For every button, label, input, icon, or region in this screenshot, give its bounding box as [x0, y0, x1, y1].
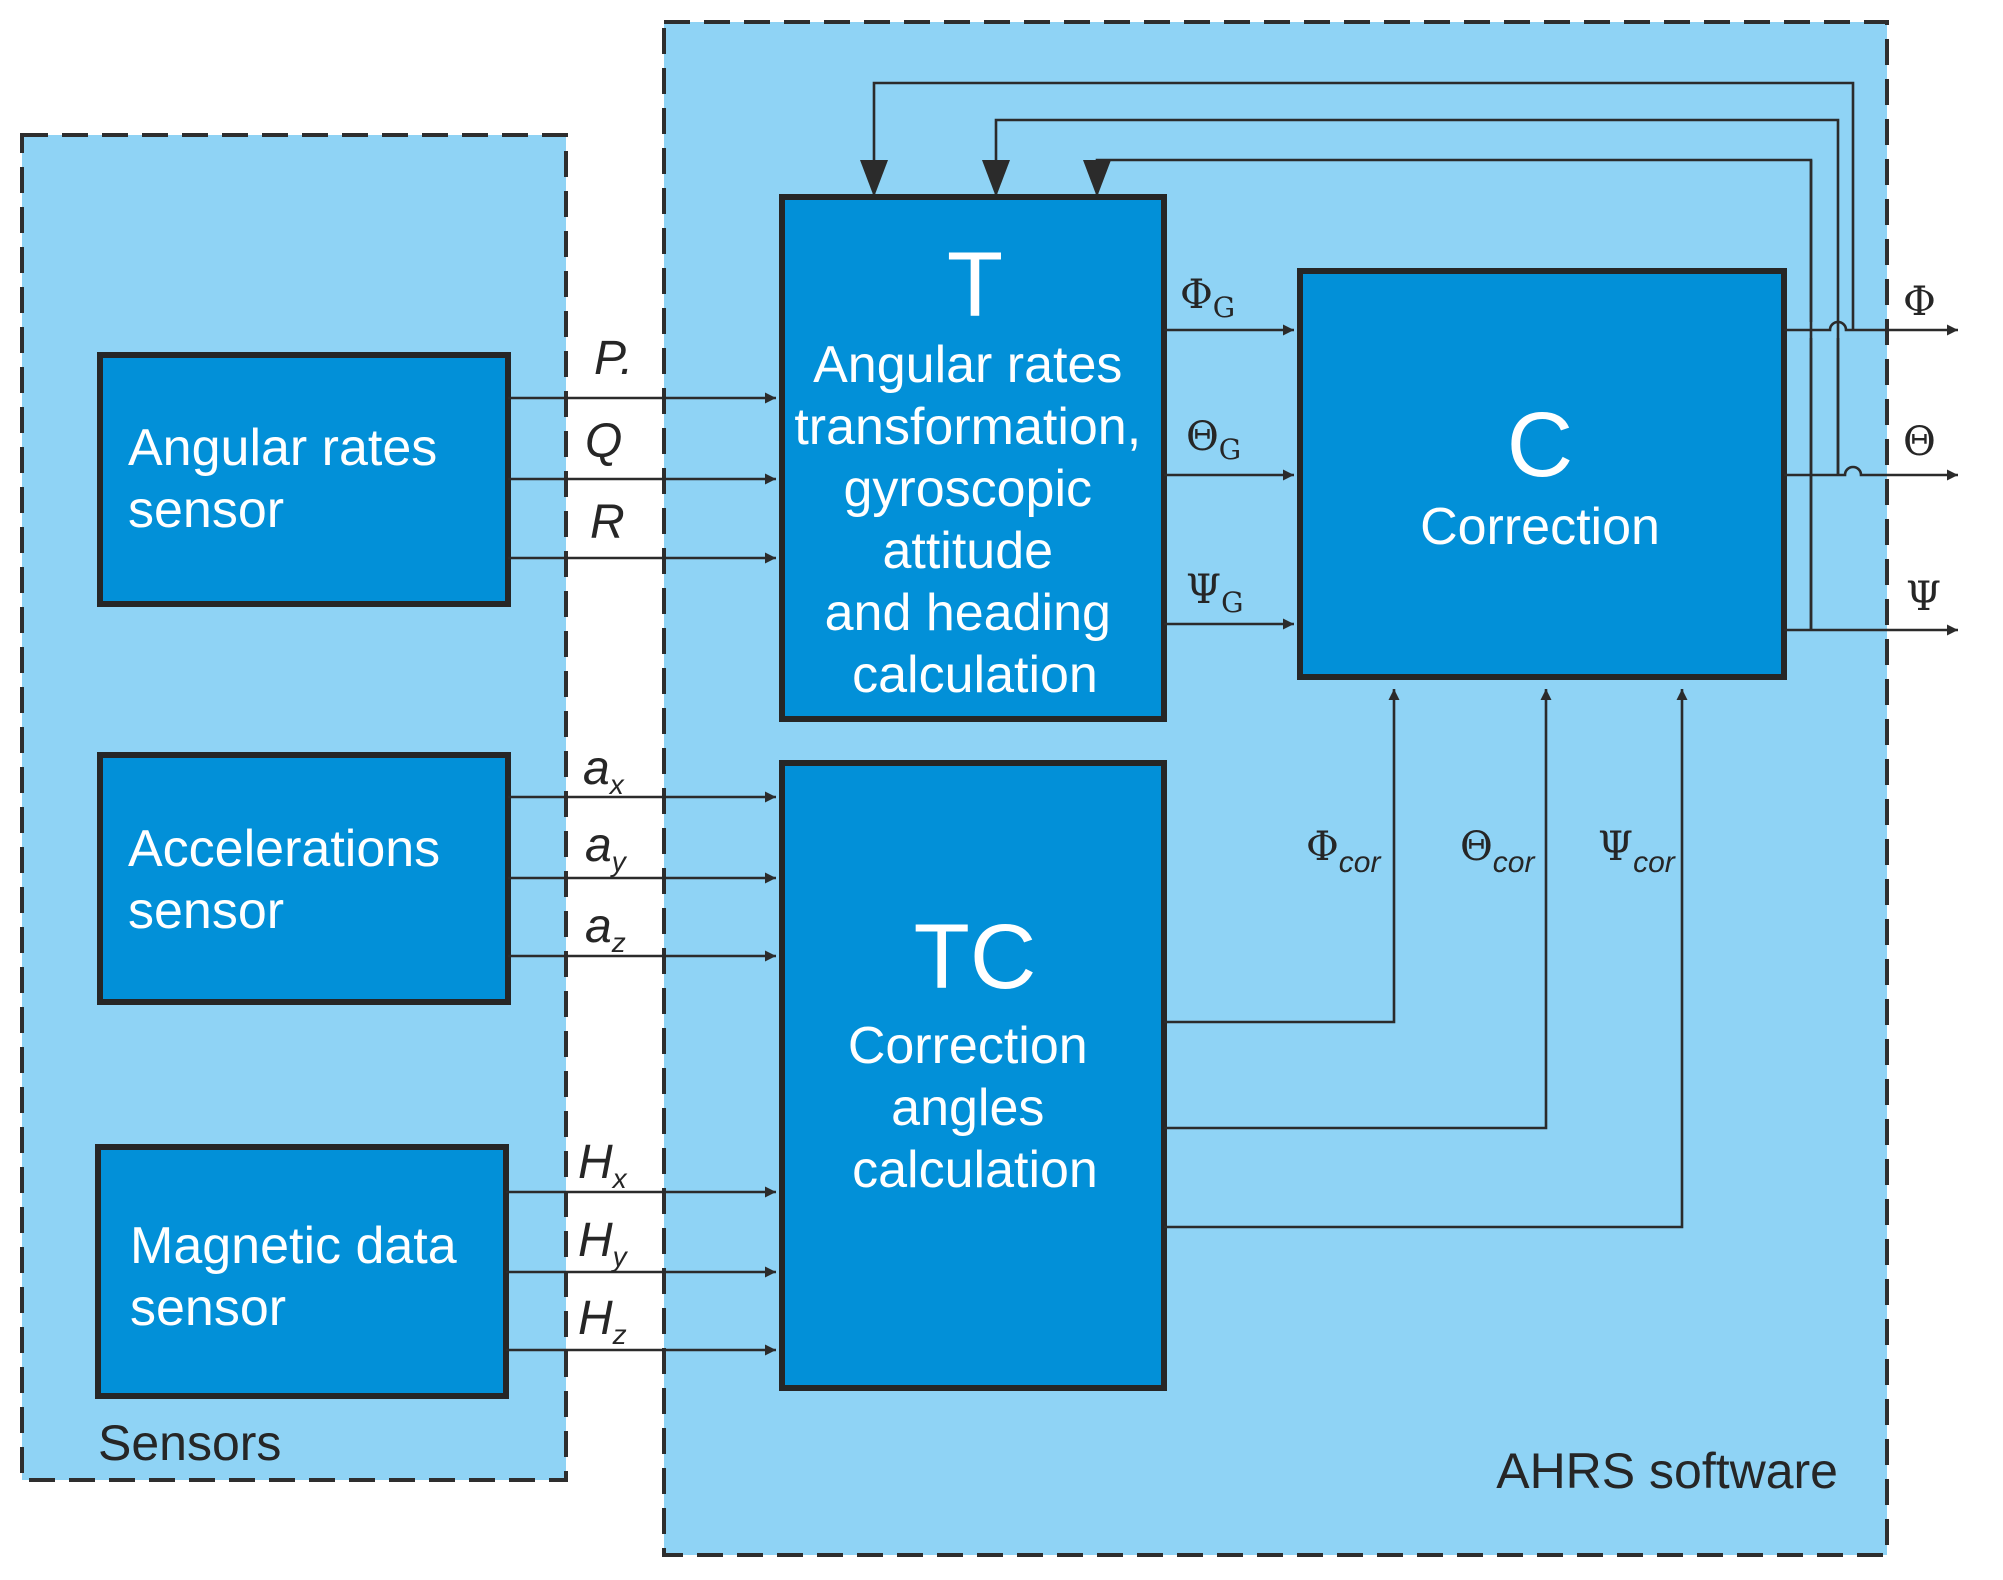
ahrs-software-group-label: AHRS software [1496, 1443, 1838, 1499]
theta-cor-subscript: cor [1493, 846, 1536, 879]
feedback-psi-arrowhead [1083, 160, 1111, 197]
phi-g-subscript: G [1213, 291, 1235, 324]
psi-cor-base: Ψ [1598, 824, 1633, 870]
psi-g-subscript: G [1221, 586, 1243, 619]
phi-g-base: Φ [1180, 272, 1213, 318]
psi-g-base: Ψ [1186, 567, 1221, 613]
ax-base: a [583, 742, 610, 795]
angular-rates-sensor-block: Angular rates sensor [97, 352, 511, 607]
hz-subscript: z [612, 1319, 627, 1350]
feedback-phi-wire [872, 81, 1855, 330]
az-base: a [585, 900, 612, 953]
correction-angle-labels: Φcor Θcor Ψcor [1306, 824, 1676, 879]
gyroscopic-angle-labels: ΦG ΘG ΨG [1180, 272, 1243, 619]
theta-g-label: ΘG [1186, 414, 1241, 466]
psi-cor-subscript: cor [1633, 846, 1676, 879]
tc-block-title: TC [914, 906, 1037, 1008]
t-block-line-3: gyroscopic [843, 460, 1092, 518]
theta-output-wire [1784, 465, 1958, 481]
t-block-line-4: attitude [882, 522, 1053, 580]
magnetic-data-sensor-line-2: sensor [130, 1279, 286, 1337]
sensors-group-label: Sensors [98, 1415, 281, 1471]
theta-g-base: Θ [1186, 414, 1219, 460]
ax-label: ax [583, 742, 625, 800]
theta-cor-base: Θ [1460, 824, 1493, 870]
t-block-line-6: calculation [852, 646, 1098, 704]
hx-label: Hx [578, 1136, 628, 1194]
correction-angle-wires [1164, 689, 1688, 1229]
output-feedback-stubs [1809, 160, 1840, 630]
c-block-description: Correction [1420, 498, 1660, 556]
t-block-line-2: transformation, [794, 398, 1141, 456]
magnetic-data-sensor-block: Magnetic data sensor [95, 1144, 509, 1399]
ax-subscript: x [608, 769, 625, 800]
ay-subscript: y [610, 846, 628, 877]
angular-rates-sensor-line-1: Angular rates [128, 419, 437, 477]
output-wires [1784, 320, 1958, 636]
hx-subscript: x [611, 1163, 628, 1194]
feedback-theta-wire [994, 118, 1840, 475]
t-block-description: Angular rates transformation, gyroscopic… [794, 336, 1155, 704]
hy-base: H [578, 1214, 613, 1267]
c-block-line-1: Correction [1420, 498, 1660, 556]
psi-cor-label: Ψcor [1598, 824, 1676, 879]
hz-label: Hz [578, 1292, 627, 1350]
phi-cor-subscript: cor [1339, 846, 1382, 879]
ay-base: a [585, 819, 612, 872]
accelerations-sensor-block: Accelerations sensor [97, 752, 511, 1005]
theta-cor-label: Θcor [1460, 824, 1535, 879]
feedback-theta-arrowhead [982, 160, 1010, 197]
r-label: R [590, 496, 625, 549]
accelerations-sensor-line-2: sensor [128, 882, 284, 940]
output-labels: Φ Θ Ψ [1903, 279, 1941, 620]
accelerations-sensor-label: Accelerations sensor [128, 820, 455, 940]
feedback-phi-arrowhead [860, 160, 888, 197]
psi-output-label: Ψ [1906, 574, 1941, 620]
q-label: Q [585, 415, 622, 468]
tc-block-line-2: angles [891, 1079, 1044, 1137]
az-label: az [585, 900, 626, 958]
p-label: P. [594, 332, 633, 385]
psi-g-label: ΨG [1186, 567, 1243, 619]
phi-cor-base: Φ [1306, 824, 1339, 870]
phi-g-label: ΦG [1180, 272, 1235, 324]
psi-cor-wire [1164, 689, 1688, 1229]
hy-subscript: y [611, 1241, 629, 1272]
tc-block: TC Correction angles calculation [779, 760, 1167, 1391]
tc-block-line-1: Correction [848, 1017, 1088, 1075]
magnetic-data-sensor-label: Magnetic data sensor [130, 1217, 471, 1337]
t-block: T Angular rates transformation, gyroscop… [779, 194, 1167, 722]
t-block-line-5: and heading [825, 584, 1111, 642]
theta-output-label: Θ [1903, 419, 1936, 465]
accelerations-sensor-line-1: Accelerations [128, 820, 440, 878]
tc-block-description: Correction angles calculation [848, 1017, 1102, 1199]
feedback-arrowheads [860, 160, 1111, 197]
hz-base: H [578, 1292, 613, 1345]
theta-cor-wire [1164, 689, 1552, 1130]
c-block: C Correction [1297, 268, 1787, 680]
magnetic-data-sensor-line-1: Magnetic data [130, 1217, 457, 1275]
phi-cor-label: Φcor [1306, 824, 1381, 879]
tc-block-line-3: calculation [852, 1141, 1098, 1199]
t-block-line-1: Angular rates [813, 336, 1122, 394]
phi-output-label: Φ [1903, 279, 1936, 325]
ay-label: ay [585, 819, 628, 877]
c-block-title: C [1507, 394, 1573, 496]
angular-rates-sensor-label: Angular rates sensor [128, 419, 452, 539]
az-subscript: z [611, 927, 626, 958]
theta-g-subscript: G [1219, 433, 1241, 466]
phi-cor-wire [1164, 689, 1400, 1024]
hx-base: H [578, 1136, 613, 1189]
angular-rates-sensor-line-2: sensor [128, 481, 284, 539]
sensor-signal-labels: P. Q R ax ay az Hx Hy Hz [578, 332, 633, 1350]
t-block-title: T [947, 234, 1003, 336]
phi-output-wire [1784, 320, 1958, 336]
gyroscopic-angle-wires [1164, 324, 1294, 630]
sensor-signal-wires [506, 392, 776, 1356]
hy-label: Hy [578, 1214, 629, 1272]
